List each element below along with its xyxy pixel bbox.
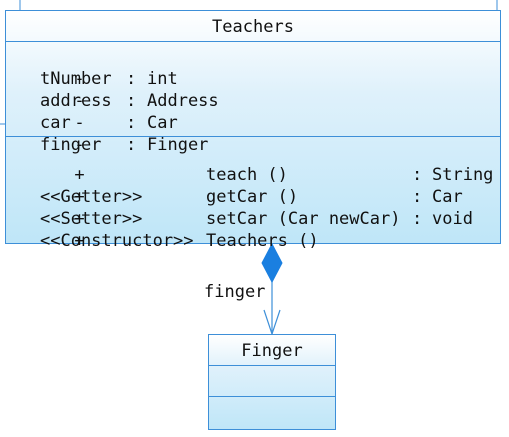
op-visibility: +	[74, 231, 85, 251]
attr-name: address	[40, 91, 112, 111]
op-stereotype: <<Setter>>	[40, 209, 143, 229]
finger-class-box[interactable]: Finger	[208, 334, 336, 430]
teachers-class-box[interactable]: Teachers -tNumber:int -address:Address -…	[5, 10, 501, 251]
attr-visibility: -	[74, 135, 85, 155]
operation-row[interactable]: +<<Constructor>> Teachers ()	[13, 208, 499, 274]
attr-name: car	[40, 113, 71, 133]
finger-attributes-separator	[209, 396, 335, 397]
finger-class-name: Finger	[241, 341, 303, 361]
op-return: void	[432, 209, 473, 229]
attr-type: int	[147, 69, 178, 89]
attr-visibility: -	[74, 113, 85, 133]
op-signature: Teachers ()	[206, 231, 319, 251]
operation-row[interactable]: +<<Getter>> getCar (): Car	[13, 164, 499, 230]
op-visibility: +	[74, 209, 85, 229]
op-stereotype: <<Getter>>	[40, 187, 143, 207]
op-signature: teach ()	[206, 165, 288, 185]
teachers-operations: +teach ():String +<<Getter>>getCar ():Ca…	[6, 140, 500, 251]
association-role-label: finger	[204, 282, 266, 302]
attribute-row[interactable]: -car: Car	[13, 90, 178, 156]
op-sep: :	[412, 187, 423, 207]
op-return: Car	[432, 187, 463, 207]
attr-name: finger	[40, 135, 102, 155]
attribute-row[interactable]: -finger: Finger	[13, 112, 208, 178]
teachers-attributes: -tNumber:int -address:Address -car:Car -…	[6, 44, 500, 155]
attr-sep: :	[126, 91, 137, 111]
attr-type: Car	[147, 113, 178, 133]
finger-name-separator	[209, 365, 335, 366]
attr-sep: :	[126, 69, 137, 89]
teachers-name-separator	[6, 41, 500, 42]
teachers-attributes-separator	[6, 136, 500, 137]
op-visibility: +	[74, 165, 85, 185]
op-sep: :	[412, 165, 423, 185]
op-sep: :	[412, 209, 423, 229]
attr-sep: :	[126, 113, 137, 133]
operation-row[interactable]: +<<Setter>> setCar (Car newCar): void	[13, 186, 499, 252]
attr-visibility: -	[74, 91, 85, 111]
attr-name: tNumber	[40, 69, 112, 89]
attr-type: Finger	[147, 135, 209, 155]
op-return: String	[432, 165, 494, 185]
attr-visibility: -	[74, 69, 85, 89]
operation-row[interactable]: + teach (): String	[13, 142, 499, 208]
op-signature: getCar ()	[206, 187, 299, 207]
teachers-class-name: Teachers	[212, 17, 294, 37]
attribute-row[interactable]: -tNumber: int	[13, 46, 178, 112]
op-visibility: +	[74, 187, 85, 207]
attribute-row[interactable]: -address: Address	[13, 68, 219, 134]
op-stereotype: <<Constructor>>	[40, 231, 194, 251]
op-signature: setCar (Car newCar)	[206, 209, 401, 229]
composition-diamond	[261, 242, 283, 284]
attr-type: Address	[147, 91, 219, 111]
attr-sep: :	[126, 135, 137, 155]
